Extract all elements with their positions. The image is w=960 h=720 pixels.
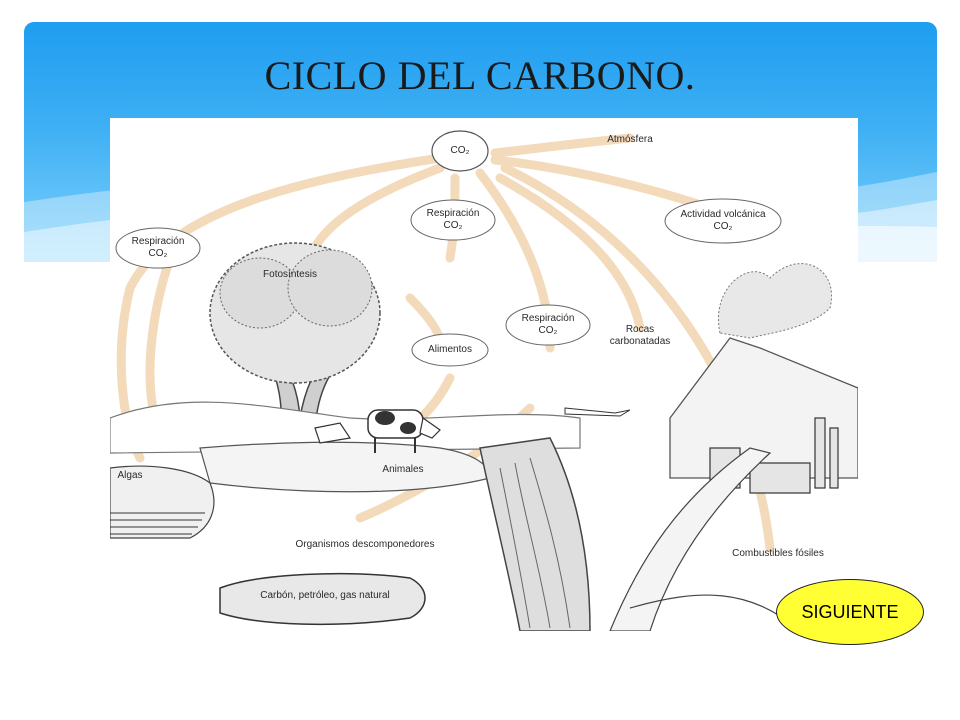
algas-label: Algas xyxy=(117,470,143,481)
arrow-volcano xyxy=(490,155,715,213)
arrow-resp-left xyxy=(145,253,175,423)
respiracion-mid-label: Respiración CO₂ xyxy=(521,313,575,336)
tree-illustration xyxy=(209,242,381,439)
co2-label: CO₂ xyxy=(450,145,470,156)
carbon-cycle-diagram: CO₂ Atmósfera Respiración CO₂ Respiració… xyxy=(110,118,858,631)
cow-illustration xyxy=(314,409,441,453)
respiracion-left-label: Respiración CO₂ xyxy=(131,236,185,259)
animales-label: Animales xyxy=(382,464,424,475)
atmosfera-label: Atmósfera xyxy=(607,134,653,145)
arrow-rocas xyxy=(495,173,645,333)
next-button[interactable]: SIGUIENTE xyxy=(776,579,924,645)
fotosintesis-label: Fotosíntesis xyxy=(263,269,317,280)
slide-title: CICLO DEL CARBONO. xyxy=(264,53,696,98)
alimentos-label: Alimentos xyxy=(428,344,472,355)
actividad-volcanica-label: Actividad volcánica CO₂ xyxy=(680,209,766,232)
combustibles-fosiles-label: Combustibles fósiles xyxy=(732,548,824,559)
organismos-descomponedores-label: Organismos descomponedores xyxy=(295,539,435,550)
respiracion-top-label: Respiración CO₂ xyxy=(426,208,480,231)
carbon-petroleo-gas-label: Carbón, petróleo, gas natural xyxy=(260,590,390,601)
rocas-carbonatadas-label: Rocas carbonatadas xyxy=(609,324,671,347)
arrow-atmosfera xyxy=(490,133,635,158)
carbon-cycle-illustration xyxy=(110,130,858,631)
